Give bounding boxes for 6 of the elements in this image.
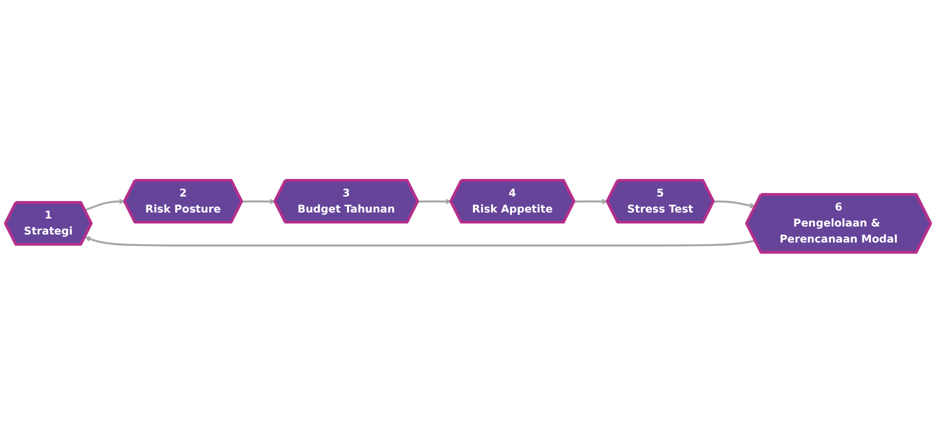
arrow [84,198,126,212]
arrow [574,198,608,205]
arrow [242,198,276,205]
arrow [418,198,452,205]
arrow [714,200,756,209]
arrow [84,236,756,247]
